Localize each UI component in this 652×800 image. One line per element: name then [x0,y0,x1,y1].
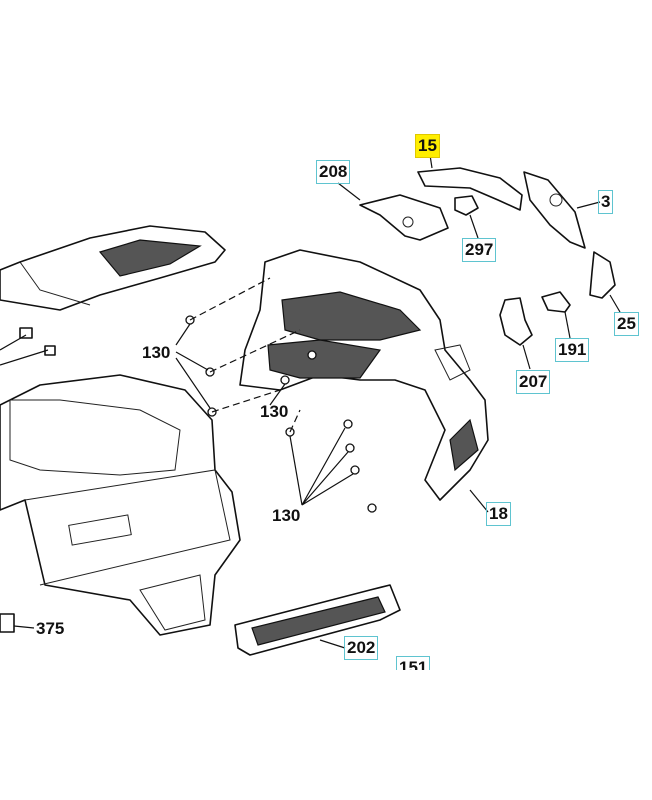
callout-202[interactable]: 202 [344,636,379,660]
bulb-holder-part-191 [541,291,571,313]
hood-vent-part [0,225,226,311]
callout-207[interactable]: 207 [516,370,551,394]
callout-25[interactable]: 25 [614,312,639,336]
headlight-part-3 [523,171,586,249]
bracket-part-208 [359,194,449,241]
callout-297[interactable]: 297 [462,238,497,262]
callout-18[interactable]: 18 [486,502,511,526]
screw-group [185,315,377,513]
callout-130[interactable]: 130 [142,343,171,362]
socket-part-207 [499,297,533,346]
callout-130[interactable]: 130 [260,402,289,421]
callout-191[interactable]: 191 [555,338,590,362]
trim-strip-part-15 [417,167,523,211]
front-bumper-part [239,249,489,501]
callout-151[interactable]: 151 [396,656,431,670]
callout-130[interactable]: 130 [272,506,301,525]
body-panel-part [0,374,241,636]
callout-375[interactable]: 375 [36,619,65,638]
callout-3[interactable]: 3 [598,190,614,214]
callout-15[interactable]: 15 [415,134,440,158]
lens-part-25 [589,251,616,299]
callout-208[interactable]: 208 [316,160,351,184]
clip-part-297 [454,195,479,216]
